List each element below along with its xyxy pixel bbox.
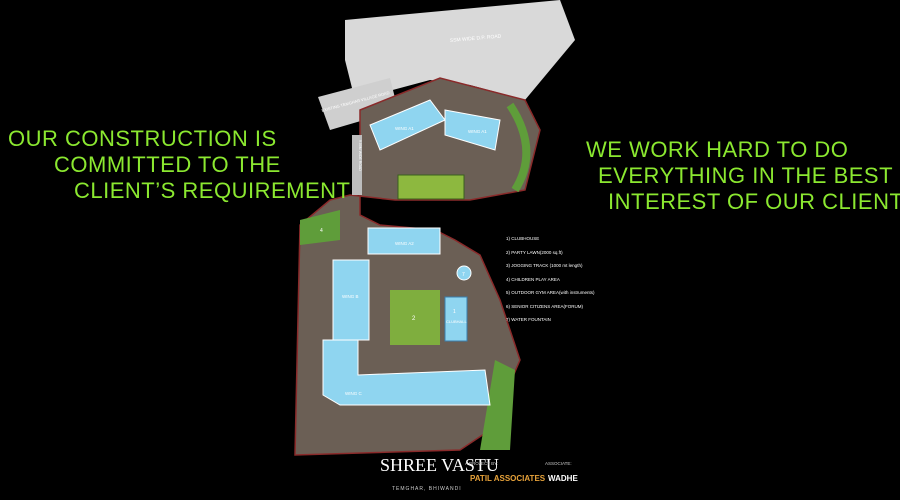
wing-a1-label: WING A1 [395, 126, 414, 131]
legend-item: 4) CHILDREN PLAY AREA [506, 276, 560, 282]
slogan-left-line-1: OUR CONSTRUCTION IS [8, 126, 277, 151]
green-strip-east [480, 360, 515, 450]
water-fountain [456, 265, 472, 281]
wing-a2 [367, 227, 441, 255]
wing-a1-east [444, 109, 501, 151]
slogan-right-line-1: WE WORK HARD TO DO [586, 137, 849, 162]
project-by-label: A PROJECT BY: [465, 461, 499, 466]
slogan-right-line-3: INTEREST OF OUR CLIENTS [608, 189, 900, 214]
slogan-right: WE WORK HARD TO DO EVERYTHING IN THE BES… [586, 137, 900, 215]
wing-a2-label: WING A2 [395, 241, 414, 246]
village-road [318, 78, 398, 130]
partner-logo: WADHE [548, 474, 578, 483]
slogan-right-line-2: EVERYTHING IN THE BEST [598, 163, 894, 188]
dp-road-label: SSM WIDE D.P. ROAD [450, 33, 502, 44]
legend-item: 6) SENIOR CITIZENS AREA(FORUM) [506, 303, 584, 309]
side-road [352, 135, 362, 195]
area-7: 7 [462, 272, 465, 278]
green-strip-west [300, 210, 340, 245]
side-road-label: 9.00M WIDE ROAD [358, 140, 362, 171]
legend-item: 7) WATER FOUNTAIN [506, 317, 551, 322]
garden-bed [397, 174, 465, 200]
wing-c-label: WING C [345, 391, 362, 396]
amenities-legend: 1) CLUBHOUSE 2) PARTY LAWN(2000 sq.ft) 3… [506, 232, 595, 327]
area-2: 2 [412, 316, 416, 322]
clubhall [444, 296, 468, 342]
area-4: 4 [320, 228, 323, 234]
legend-item: 2) PARTY LAWN(2000 sq.ft) [506, 249, 563, 255]
associate-label: ASSOCIATE: [545, 461, 572, 466]
area-1: 1 [453, 309, 456, 315]
brand-location: TEMGHAR, BHIWANDI [392, 486, 462, 492]
clubhall-label: CLUBHALL [446, 319, 467, 324]
architect-logo: PATIL ASSOCIATES [470, 474, 546, 483]
brand-logo: SHREE VASTU [380, 455, 499, 475]
wing-b [332, 259, 370, 341]
slogan-left-line-3: CLIENT’S REQUIREMENT [74, 178, 351, 203]
wing-a1-label-east: WING A1 [468, 129, 487, 134]
dp-road [345, 0, 575, 100]
party-lawn [390, 290, 440, 345]
legend-item: 3) JOGGING TRACK (1000 mt length) [506, 263, 583, 268]
tree-line [506, 102, 531, 193]
wing-c [322, 339, 491, 406]
wing-b-label: WING B [342, 294, 359, 299]
slogan-left-line-2: COMMITTED TO THE [54, 152, 281, 177]
legend-item: 1) CLUBHOUSE [506, 236, 540, 241]
slogan-left: OUR CONSTRUCTION IS COMMITTED TO THE CLI… [8, 126, 350, 204]
legend-item: 5) OUTDOOR GYM AREA(with instruments) [506, 290, 595, 295]
